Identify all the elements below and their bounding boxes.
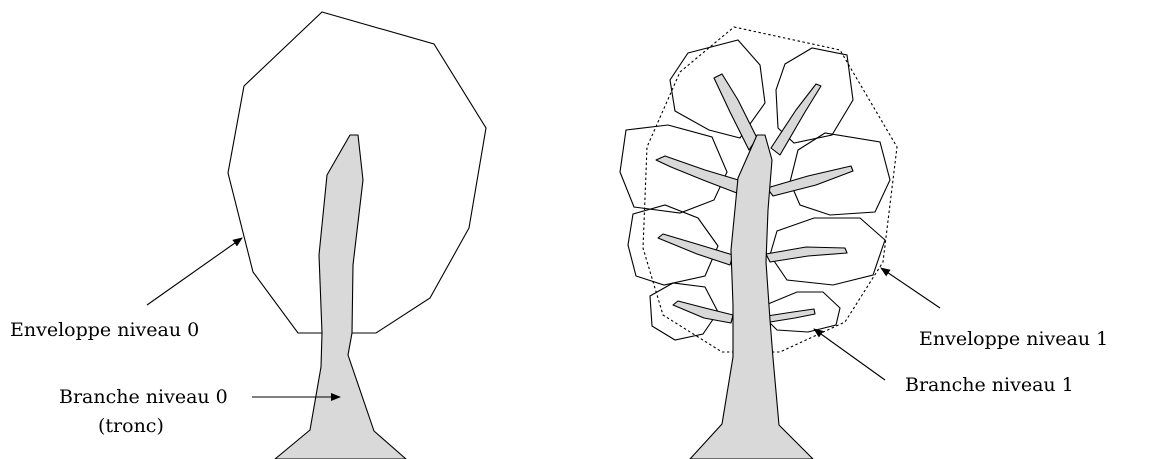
branch-envelope [628,205,718,285]
label-branch-level-0-sub: (tronc) [98,415,164,437]
branch-level-1 [714,74,757,150]
annotations: Enveloppe niveau 0 Branche niveau 0 (tro… [10,238,1108,437]
arrow-envelope-level-1 [881,268,940,308]
branch-level-1 [771,84,821,155]
branch-envelope [620,125,727,213]
label-branch-level-0: Branche niveau 0 [59,386,228,408]
trunk-level-0 [275,135,406,459]
branch-envelope [670,40,765,138]
tree-level-0 [228,12,486,459]
branch-level-1 [656,156,745,195]
arrow-branch-level-1 [814,329,885,380]
branch-level-1 [673,301,733,323]
branch-level-1 [767,166,853,196]
branch-level-1 [767,309,815,322]
branch-level-1 [766,247,847,262]
label-branch-level-1: Branche niveau 1 [905,374,1074,396]
label-envelope-level-1: Enveloppe niveau 1 [919,328,1108,350]
tree-level-1 [620,27,897,459]
label-envelope-level-0: Enveloppe niveau 0 [10,319,199,341]
arrow-envelope-level-0 [147,238,242,305]
branch-level-1 [658,234,733,265]
